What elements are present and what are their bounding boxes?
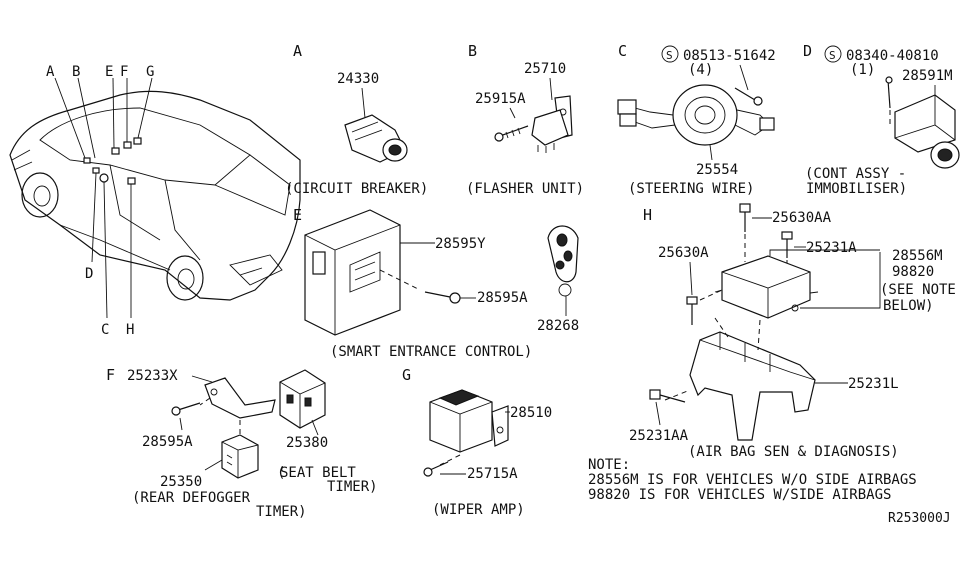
part-number-25710: 25710: [524, 61, 566, 77]
note-line2: 98820 IS FOR VEHICLES W/SIDE AIRBAGS: [588, 487, 891, 503]
part-number-28595a-f: 28595A: [142, 434, 193, 450]
note-line1: 28556M IS FOR VEHICLES W/O SIDE AIRBAGS: [588, 472, 917, 488]
caption-rear-defogger-timer: TIMER): [256, 504, 307, 520]
section-letter-e: E: [293, 206, 302, 224]
screw-25915a: [494, 132, 504, 142]
diagram-code: R253000J: [888, 511, 951, 526]
standard-part-symbol: [661, 45, 679, 63]
bracket-25233x: [204, 377, 276, 419]
section-f-timers: F 25233X 28595A 25380 SEAT BELT TIMER) (…: [106, 366, 378, 520]
locator-mark-a: [83, 157, 91, 164]
note-block: NOTE: 28556M IS FOR VEHICLES W/O SIDE AI…: [588, 457, 917, 503]
caption-cont-assy: (CONT ASSY -: [805, 166, 906, 182]
locator-mark-d: [92, 167, 100, 174]
car-illustration: A B E F G D C H: [9, 64, 301, 338]
car-locator-f: F: [120, 64, 128, 80]
screw-qty-d: (1): [850, 62, 875, 78]
part-number-25715a: 25715A: [467, 466, 518, 482]
part-number-28268: 28268: [537, 318, 579, 334]
caption-wiper-amp: (WIPER AMP): [432, 502, 525, 518]
seat-belt-timer-part: [279, 369, 326, 429]
car-locator-g: G: [146, 64, 154, 80]
screw-28595a-f: [171, 406, 181, 416]
caption-air-bag-sen: (AIR BAG SEN & DIAGNOSIS): [688, 444, 899, 460]
screw-spec-c: 08513-51642: [683, 48, 776, 64]
section-g-wiper-amp: G 28510 25715A (WIPER AMP): [402, 366, 552, 518]
screw-spec-d: 08340-40810: [846, 48, 939, 64]
note-title: NOTE:: [588, 457, 630, 473]
car-locator-d: D: [85, 266, 93, 282]
standard-part-symbol: [824, 45, 842, 63]
section-e-smart-entrance: E 28595Y 28595A 28268 (SMART ENTRANCE CO…: [293, 206, 579, 360]
section-letter-d: D: [803, 42, 812, 60]
part-number-25350: 25350: [160, 474, 202, 490]
section-letter-b: B: [468, 42, 477, 60]
car-locator-h: H: [126, 322, 134, 338]
section-d-immobiliser: D S 08340-40810 (1) 28591M (CONT ASSY - …: [803, 42, 960, 197]
caption-seat-belt: SEAT BELT: [280, 465, 356, 481]
car-locator-c: C: [101, 322, 109, 338]
caption-flasher-unit: (FLASHER UNIT): [466, 181, 584, 197]
part-number-25233x: 25233X: [127, 368, 178, 384]
section-h-air-bag-sensor: H 25630AA 25231A 25630A 28556M 98820 (SE…: [629, 203, 956, 460]
part-number-25231l: 25231L: [848, 376, 899, 392]
symbol-s-d: S: [829, 49, 836, 62]
screw-08513: [753, 96, 763, 106]
part-number-98820: 98820: [892, 264, 934, 280]
screw-25715a: [423, 467, 433, 477]
caption-circuit-breaker: (CIRCUIT BREAKER): [285, 181, 428, 197]
caption-immobiliser: IMMOBILISER): [806, 181, 907, 197]
locator-mark-c: [99, 173, 109, 183]
part-number-24330: 24330: [337, 71, 379, 87]
air-bag-bracket-25231l: [689, 331, 816, 441]
car-locator-b: B: [72, 64, 80, 80]
caption-smart-entrance-control: (SMART ENTRANCE CONTROL): [330, 344, 532, 360]
section-letter-a: A: [293, 42, 302, 60]
part-number-28556m: 28556M: [892, 248, 943, 264]
caption-seat-belt-timer: TIMER): [327, 479, 378, 495]
part-number-28510: 28510: [510, 405, 552, 421]
part-number-25380: 25380: [286, 435, 328, 451]
locator-mark-h: [127, 177, 136, 185]
caption-rear-defogger: (REAR DEFOGGER: [132, 490, 251, 506]
part-number-28595y: 28595Y: [435, 236, 486, 252]
rear-defogger-timer-part: [221, 434, 259, 479]
part-number-25231aa: 25231AA: [629, 428, 689, 444]
car-locator-a: A: [46, 64, 55, 80]
section-letter-h: H: [643, 206, 652, 224]
section-b-flasher-unit: B 25710 25915A (FLASHER UNIT): [466, 42, 584, 197]
part-number-25630aa: 25630AA: [772, 210, 832, 226]
section-letter-c: C: [618, 42, 627, 60]
section-c-steering-wire: C S 08513-51642 (4) 25554 (STEERING WIRE…: [617, 42, 776, 197]
locator-mark-f: [123, 141, 132, 149]
locator-mark-e: [111, 147, 120, 155]
section-letter-f: F: [106, 366, 115, 384]
part-number-28591m: 28591M: [902, 68, 953, 84]
smart-entrance-control-part: [304, 209, 401, 336]
part-number-25231a: 25231A: [806, 240, 857, 256]
caption-steering-wire: (STEERING WIRE): [628, 181, 754, 197]
screw-28595a-e: [449, 292, 461, 304]
part-number-25630a: 25630A: [658, 245, 709, 261]
see-note-line2: BELOW): [883, 298, 934, 314]
steering-wire-part: [672, 84, 738, 146]
section-a-circuit-breaker: A 24330 (CIRCUIT BREAKER): [285, 42, 428, 197]
part-number-25554: 25554: [696, 162, 738, 178]
caption-seat-belt-open-paren: (: [277, 465, 285, 481]
car-locator-e: E: [105, 64, 113, 80]
part-number-28595a-e: 28595A: [477, 290, 528, 306]
key-fob-part: [547, 225, 579, 283]
see-note-line1: (SEE NOTE: [880, 282, 956, 298]
locator-mark-g: [133, 137, 142, 145]
part-number-25915a: 25915A: [475, 91, 526, 107]
flasher-unit-part: [531, 109, 569, 146]
symbol-s-c: S: [666, 49, 673, 62]
screw-qty-c: (4): [688, 62, 713, 78]
section-letter-g: G: [402, 366, 411, 384]
